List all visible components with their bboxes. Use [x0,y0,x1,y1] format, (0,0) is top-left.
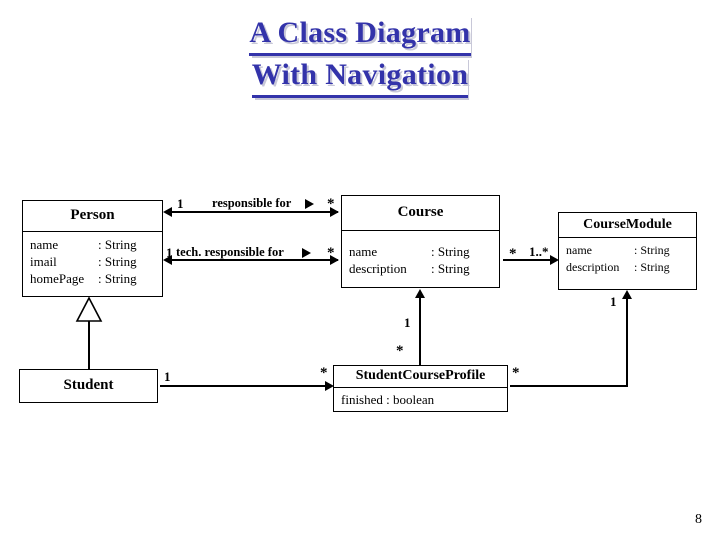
association-arrowhead-course-coursemodule [550,255,559,265]
attribute-name: description [566,260,620,274]
attribute-type: : String [98,271,137,286]
attribute-type: : String [431,261,470,276]
attribute-name: finished : boolean [341,392,435,407]
association-arrowhead-left-responsible-for [163,207,172,217]
slide-title: A Class Diagram With Navigation [0,14,720,98]
association-line-responsible-for [166,211,338,213]
attribute-row: imail : String [30,253,156,270]
multiplicity-course-tech-responsible-for: * [327,245,335,261]
class-attributes-person: name : String imail : String homePage : … [23,231,162,292]
attribute-type: : String [634,260,670,274]
multiplicity-course-side-coursemodule: * [509,246,517,262]
association-arrowhead-left-tech-responsible-for [163,255,172,265]
navigation-triangle-tech-responsible-for [302,248,311,258]
class-name-coursemodule: CourseModule [583,217,672,232]
multiplicity-course-responsible-for: * [327,196,335,212]
class-name-studentcourseprofile: StudentCourseProfile [355,368,486,383]
attribute-type: : String [431,244,470,259]
class-attributes-course: name : String description : String [342,230,499,282]
attribute-name: imail [30,254,57,269]
attribute-type: : String [98,254,137,269]
page-number: 8 [695,512,702,527]
association-arrowhead-student-scp [325,381,334,391]
class-box-course[interactable]: Course name : String description : Strin… [341,195,500,288]
multiplicity-scp-side-student: * [320,365,328,381]
association-label-tech-responsible-for: tech. responsible for [176,245,284,259]
attribute-row: description : String [349,260,493,277]
association-line-scp-coursemodule-vertical [626,298,628,387]
association-arrowhead-scp-course [415,289,425,298]
association-line-tech-responsible-for [166,259,338,261]
class-name-student: Student [63,377,114,393]
attribute-name: description [349,261,407,276]
association-arrowhead-right-tech-responsible-for [330,255,339,265]
attribute-type: : String [98,237,137,252]
generalization-triangle-icon [75,297,103,322]
multiplicity-coursemodule-side: 1..* [529,244,549,259]
class-name-course: Course [397,204,444,220]
association-line-scp-coursemodule-horizontal [510,385,628,387]
attribute-row: name : String [30,236,156,253]
title-line-2: With Navigation [0,56,720,98]
attribute-name: homePage [30,271,85,286]
multiplicity-person-tech-responsible-for: 1 [166,245,173,260]
association-arrowhead-right-responsible-for [330,207,339,217]
association-line-course-coursemodule [503,259,553,261]
generalization-line-student-person [88,320,90,370]
attribute-row: name : String [349,243,493,260]
class-attributes-coursemodule: name : String description : String [559,237,696,281]
attribute-name: name [566,243,592,257]
association-label-responsible-for: responsible for [212,196,292,210]
attribute-row: description : String [566,259,690,276]
association-line-scp-course [419,297,421,365]
attribute-type: : String [634,243,670,257]
multiplicity-scp-side-coursemodule: * [512,365,520,381]
class-box-studentcourseprofile[interactable]: StudentCourseProfile finished : boolean [333,365,508,412]
class-name-person: Person [70,207,115,223]
multiplicity-scp-side-course: * [396,343,404,359]
title-line-1: A Class Diagram [0,14,720,56]
attribute-name: name [30,237,59,252]
attribute-row: homePage : String [30,270,156,287]
association-line-student-scp [160,385,330,387]
class-box-student[interactable]: Student [19,369,158,403]
attribute-row: finished : boolean [341,391,501,408]
multiplicity-student-side-scp: 1 [164,369,171,384]
class-box-person[interactable]: Person name : String imail : String home… [22,200,163,297]
multiplicity-coursemodule-side-scp: 1 [610,294,617,309]
class-attributes-studentcourseprofile: finished : boolean [334,387,507,411]
association-arrowhead-scp-coursemodule [622,290,632,299]
multiplicity-course-side-scp: 1 [404,315,411,330]
multiplicity-person-responsible-for: 1 [177,196,184,211]
navigation-triangle-responsible-for [305,199,314,209]
class-box-coursemodule[interactable]: CourseModule name : String description :… [558,212,697,290]
attribute-name: name [349,244,378,259]
attribute-row: name : String [566,242,690,259]
